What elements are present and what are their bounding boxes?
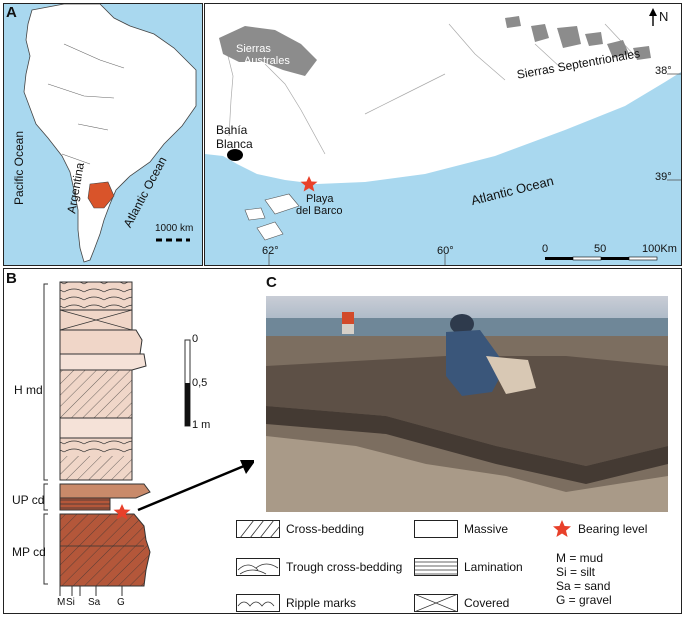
legend-covered: Covered [414, 594, 509, 612]
abbr-si: Si = silt [556, 565, 596, 579]
sa-scale-label: 1000 km [155, 223, 194, 234]
sierras-australes-label-1: Sierras [236, 43, 271, 55]
detail-scale-100: 100Km [642, 243, 677, 255]
bahia-blanca-dot [227, 149, 243, 161]
argentina-highlight [87, 181, 115, 209]
legend-trough-label: Trough cross-bedding [286, 560, 403, 574]
scale-05-label: 0,5 [192, 377, 208, 389]
detail-map [205, 4, 681, 265]
sierras-australes-range [219, 26, 317, 76]
field-photograph [266, 296, 668, 512]
panel-label-b: B [6, 270, 17, 287]
legend-ripple: Ripple marks [236, 594, 356, 612]
latitude-38-label: 38° [655, 65, 672, 77]
legend-lamination-label: Lamination [464, 560, 523, 574]
legend-trough: Trough cross-bedding [236, 558, 402, 576]
unit-mpcd-label: MP cd [12, 545, 46, 559]
scale-1m-label: 1 m [192, 419, 211, 431]
legend-cross-bedding-label: Cross-bedding [286, 522, 365, 536]
stratigraphic-column [43, 281, 254, 596]
legend-bearing: Bearing level [552, 520, 647, 538]
bahia-blanca-label-1: Bahía [216, 123, 248, 137]
ocean-area [205, 72, 681, 265]
south-america-map [4, 4, 202, 265]
grain-sa-label: Sa [88, 597, 101, 608]
legend-massive: Massive [414, 520, 508, 538]
legend-lamination: Lamination [414, 558, 523, 576]
unit-upcd-label: UP cd [12, 493, 45, 507]
legend-massive-swatch [414, 520, 458, 538]
scale-0-label: 0 [192, 333, 199, 345]
panel-a-frame [3, 3, 203, 266]
latitude-39-label: 39° [655, 171, 672, 183]
sierras-australes-label-2: Australes [244, 55, 290, 67]
grain-si-label: Si [66, 597, 75, 608]
detail-scale-0: 0 [542, 243, 549, 255]
longitude-62-label: 62° [262, 245, 279, 257]
legend-massive-label: Massive [464, 522, 509, 536]
south-america-landmass [23, 4, 197, 263]
playa-del-barco-label-2: del Barco [296, 205, 343, 217]
bahia-blanca-label-2: Blanca [216, 137, 253, 151]
bearing-level-star [113, 504, 131, 520]
grain-m-label: M [57, 597, 66, 608]
pacific-ocean-label: Pacific Ocean [12, 130, 27, 206]
sierras-septentrionales-range [505, 16, 651, 60]
legend-covered-label: Covered [464, 596, 510, 610]
legend-ripple-label: Ripple marks [286, 596, 357, 610]
legend-star-icon [553, 520, 571, 537]
legend-bearing-label: Bearing level [578, 522, 648, 536]
abbr-sa: Sa = sand [556, 579, 611, 593]
abbr-g: G = gravel [556, 593, 612, 607]
legend-cross-bedding: Cross-bedding [236, 520, 364, 538]
detail-scale-50: 50 [594, 243, 607, 255]
panel-label-a: A [6, 4, 17, 21]
north-arrow-label: N [659, 9, 669, 24]
grain-g-label: G [117, 597, 125, 608]
playa-del-barco-label-1: Playa [306, 193, 334, 205]
unit-hmd-label: H md [14, 383, 43, 397]
longitude-60-label: 60° [437, 245, 454, 257]
panel-a-detail-frame [204, 3, 682, 266]
panel-b-c-frame [3, 268, 682, 614]
panel-label-c: C [266, 274, 277, 291]
abbr-m: M = mud [556, 551, 604, 565]
playa-del-barco-star [300, 176, 318, 192]
